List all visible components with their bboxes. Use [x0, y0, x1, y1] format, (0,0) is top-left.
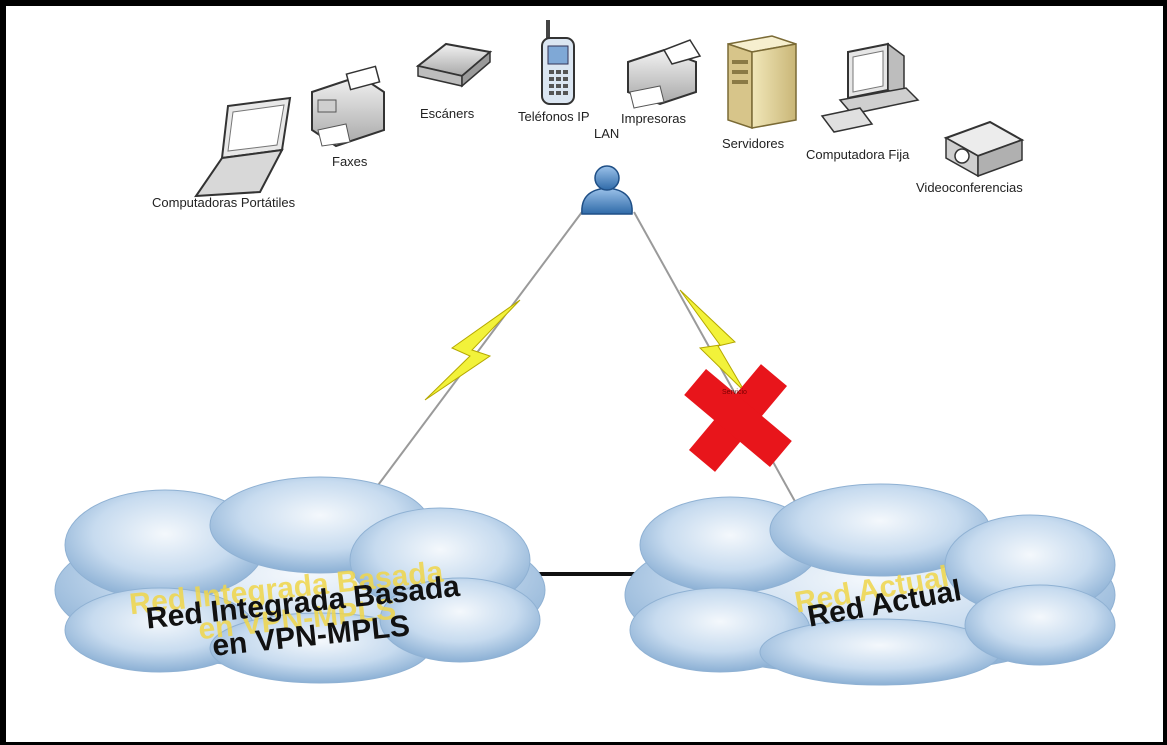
ip-phone-icon: [541, 20, 575, 105]
desktop-label: Computadora Fija: [806, 147, 910, 162]
laptop-icon: [194, 96, 292, 198]
cross-label: Servicio: [722, 389, 747, 396]
scanner-icon: [415, 42, 493, 88]
ip-phone-label-line2: LAN: [594, 126, 619, 141]
cloud-current-network: Red Actual Red Actual: [624, 483, 1116, 686]
laptop-label: Computadoras Portátiles: [152, 195, 296, 210]
ip-phone-label-line1: Teléfonos IP: [518, 109, 590, 124]
user-icon: [581, 165, 633, 215]
server-icon: [727, 35, 797, 130]
lightning-bolt-left-icon: [424, 299, 521, 401]
cloud-mpls: Red Integrada Basada en VPN-MPLS Red Int…: [54, 476, 546, 684]
blocked-cross-icon: Servicio: [684, 364, 792, 472]
projector-icon: [943, 120, 1025, 178]
printer-label: Impresoras: [621, 111, 687, 126]
fax-label: Faxes: [332, 154, 368, 169]
scanner-label: Escáners: [420, 106, 475, 121]
desktop-computer-icon: [820, 42, 920, 133]
projector-label: Videoconferencias: [916, 180, 1023, 195]
fax-icon: [311, 65, 385, 148]
printer-icon: [627, 39, 702, 109]
server-label: Servidores: [722, 136, 785, 151]
